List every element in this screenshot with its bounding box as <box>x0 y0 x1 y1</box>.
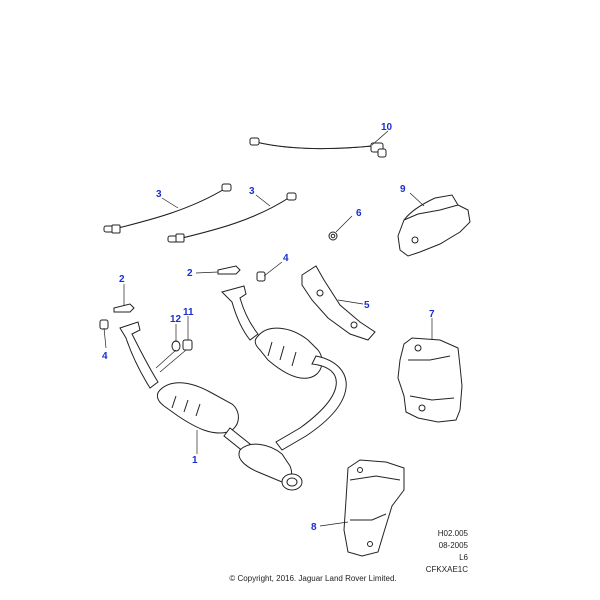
callout-7: 7 <box>429 309 435 320</box>
part-4-clip-upper <box>256 271 266 282</box>
callout-3-right: 3 <box>249 186 255 197</box>
callout-3-left: 3 <box>156 189 162 200</box>
copyright-notice: © Copyright, 2016. Jaguar Land Rover Lim… <box>229 574 397 583</box>
callout-4-lower: 4 <box>102 351 108 362</box>
diagram-code: CFKXAE1C <box>425 565 468 574</box>
callout-9: 9 <box>400 184 406 195</box>
part-1-exhaust-pipe <box>119 285 347 491</box>
callout-8: 8 <box>311 522 317 533</box>
part-7-heat-shield <box>397 337 463 423</box>
part-11-nut <box>182 339 193 351</box>
callout-4-upper: 4 <box>283 253 289 264</box>
callout-2-lower: 2 <box>119 274 125 285</box>
callout-1: 1 <box>192 455 198 466</box>
part-5-heat-shield <box>301 265 376 341</box>
callout-labels: 10 3 3 9 6 2 4 2 4 5 7 12 11 1 8 <box>102 122 435 533</box>
part-10-sensor-cable <box>249 137 387 158</box>
callout-2-upper: 2 <box>187 268 193 279</box>
part-9-heat-shield <box>397 194 471 257</box>
part-3-oxygen-sensor-left <box>103 183 232 234</box>
leader-lines <box>103 130 433 527</box>
callout-12: 12 <box>170 314 182 325</box>
part-3-oxygen-sensor-right <box>167 192 297 243</box>
part-2-sensor-upper <box>217 265 241 275</box>
callout-5: 5 <box>364 300 370 311</box>
callout-6: 6 <box>356 208 362 219</box>
part-12-gasket <box>171 340 181 352</box>
part-4-clip-lower <box>99 319 109 330</box>
diagram-model: L6 <box>459 553 468 562</box>
callout-11: 11 <box>183 307 194 318</box>
part-8-heat-shield <box>343 459 405 557</box>
diagram-reference: H02.005 <box>437 529 468 538</box>
diagram-date: 08-2005 <box>438 541 468 550</box>
part-2-sensor-lower <box>113 303 135 313</box>
callout-10: 10 <box>381 122 393 133</box>
part-6-bolt <box>328 231 338 241</box>
